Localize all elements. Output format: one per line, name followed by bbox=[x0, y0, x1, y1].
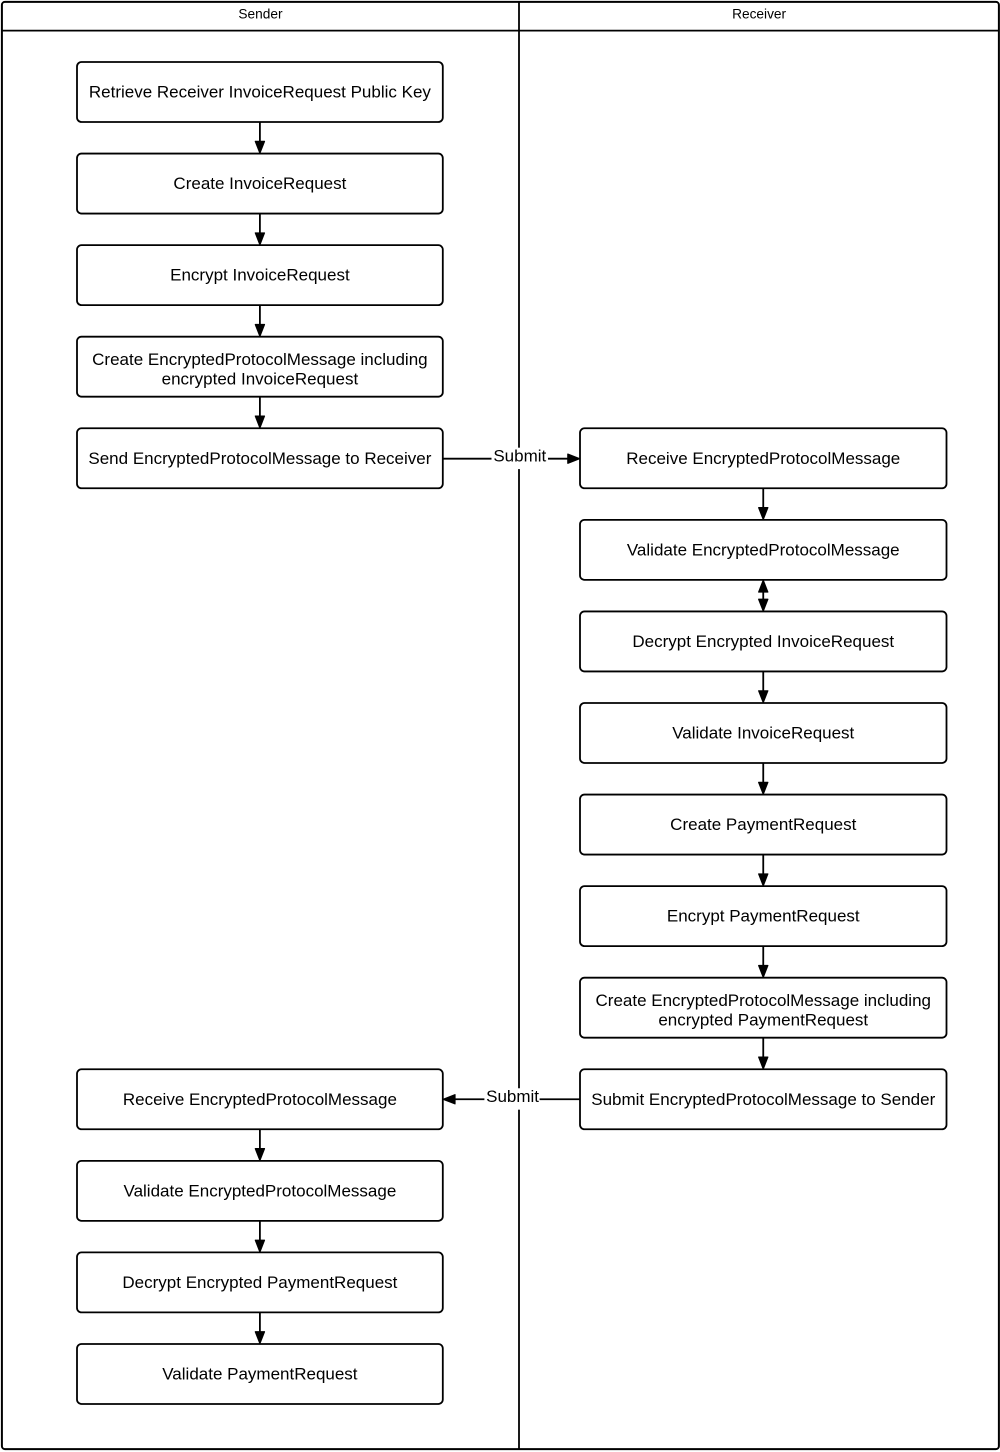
svg-text:Receiver: Receiver bbox=[732, 7, 786, 22]
svg-text:Send EncryptedProtocolMessage: Send EncryptedProtocolMessage to Receive… bbox=[88, 449, 431, 468]
svg-text:Retrieve Receiver InvoiceReque: Retrieve Receiver InvoiceRequest Public … bbox=[89, 83, 432, 102]
svg-text:Validate EncryptedProtocolMess: Validate EncryptedProtocolMessage bbox=[124, 1181, 397, 1200]
svg-text:Create EncryptedProtocolMessag: Create EncryptedProtocolMessage includin… bbox=[596, 991, 931, 1010]
svg-text:Submit EncryptedProtocolMessag: Submit EncryptedProtocolMessage to Sende… bbox=[591, 1090, 935, 1109]
svg-text:Submit: Submit bbox=[486, 1087, 539, 1106]
svg-text:Receive EncryptedProtocolMessa: Receive EncryptedProtocolMessage bbox=[626, 449, 900, 468]
svg-text:Validate EncryptedProtocolMess: Validate EncryptedProtocolMessage bbox=[627, 540, 900, 559]
svg-text:encrypted PaymentRequest: encrypted PaymentRequest bbox=[658, 1011, 868, 1030]
svg-text:Decrypt Encrypted PaymentReque: Decrypt Encrypted PaymentRequest bbox=[122, 1273, 397, 1292]
svg-text:Create InvoiceRequest: Create InvoiceRequest bbox=[173, 174, 346, 193]
svg-text:Encrypt InvoiceRequest: Encrypt InvoiceRequest bbox=[170, 266, 350, 285]
svg-text:Create EncryptedProtocolMessag: Create EncryptedProtocolMessage includin… bbox=[92, 350, 427, 369]
svg-text:Validate PaymentRequest: Validate PaymentRequest bbox=[162, 1365, 358, 1384]
svg-text:encrypted InvoiceRequest: encrypted InvoiceRequest bbox=[162, 370, 359, 389]
svg-text:Validate InvoiceRequest: Validate InvoiceRequest bbox=[672, 724, 854, 743]
svg-text:Sender: Sender bbox=[238, 7, 283, 22]
svg-text:Encrypt PaymentRequest: Encrypt PaymentRequest bbox=[667, 907, 860, 926]
svg-text:Create PaymentRequest: Create PaymentRequest bbox=[670, 815, 856, 834]
svg-text:Decrypt Encrypted InvoiceReque: Decrypt Encrypted InvoiceRequest bbox=[632, 632, 894, 651]
svg-text:Submit: Submit bbox=[493, 447, 546, 466]
svg-text:Receive EncryptedProtocolMessa: Receive EncryptedProtocolMessage bbox=[123, 1090, 397, 1109]
